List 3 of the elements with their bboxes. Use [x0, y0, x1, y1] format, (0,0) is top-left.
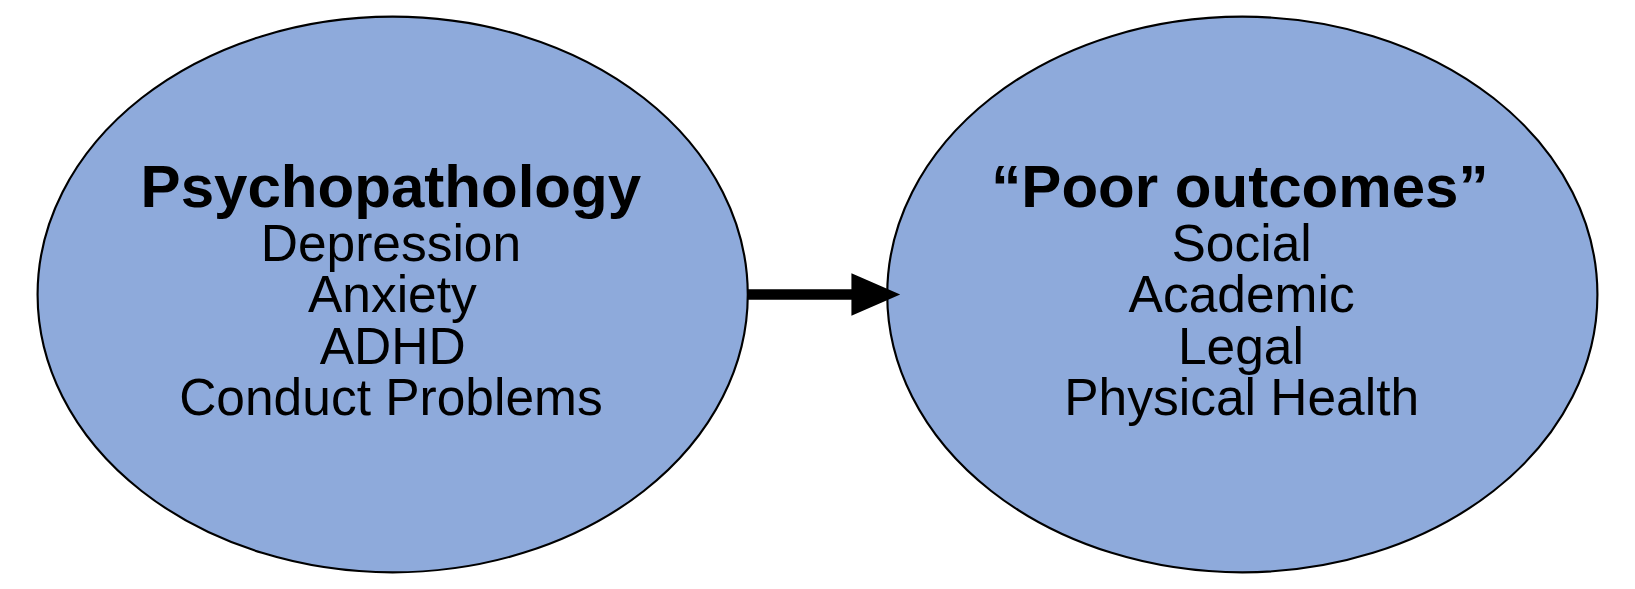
node-ellipse: Psychopathology Depression Anxiety ADHD Conduct Problems — [36, 15, 749, 574]
node-ellipse: “Poor outcomes” Social Academic Legal Physical Health — [886, 15, 1599, 574]
arrow — [747, 273, 901, 316]
